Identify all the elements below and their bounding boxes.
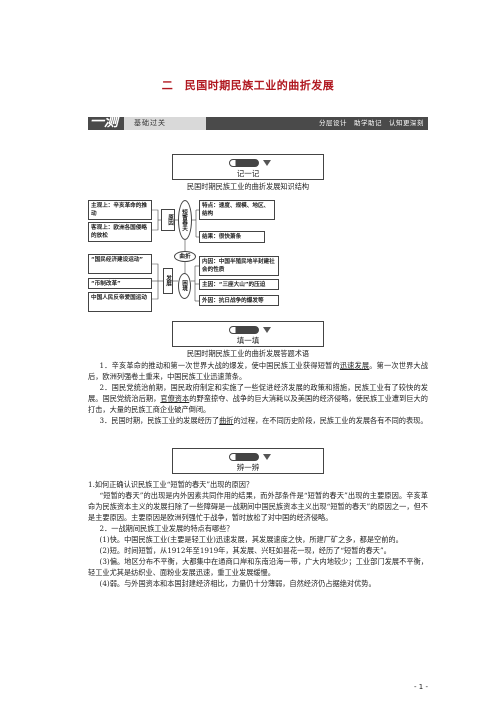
question-1: 1.如何正确认识民族工业“短暂的春天”出现的原因？	[88, 480, 254, 489]
question-2: 2．一战期间民族工业发展的特点有哪些？	[99, 524, 234, 533]
banner-tags: 分层设计 助学助记 认知更深刻	[319, 119, 424, 127]
twist-node: 曲折	[174, 251, 196, 262]
pill-icon	[229, 159, 259, 167]
answer-2-2: (2)短。时间短暂，从1912年至1919年，其发展、兴旺如昙花一现，经历了“短…	[99, 546, 391, 555]
answer-2-4: (4)弱。与外国资本和本国封建经济相比，力量仍十分薄弱，自然经济仍占据绝对优势。	[99, 579, 376, 588]
development-box: 发展	[163, 268, 173, 294]
section-banner: 一测 基础过关 分层设计 助学助记 认知更深刻	[88, 114, 428, 130]
result-box: 结果：很快萧条	[199, 231, 265, 243]
answer-underline: 曲折	[219, 416, 234, 425]
plight-node: 困境	[178, 273, 191, 299]
subjective-cause-box: 主观上：辛亥革命的推动	[88, 200, 152, 220]
answer-underline: 官僚资本	[160, 394, 190, 403]
page-number: - 1 -	[414, 683, 428, 691]
outer-cause-box: 外因：抗日战争的爆发等	[199, 295, 279, 306]
answer-underline: 迅速发展	[339, 361, 370, 370]
answer-2-3: (3)偏。地区分布不平衡，大都集中在通商口岸和东南沿海一带，广大内地较少；工业部…	[88, 557, 428, 577]
banner-main: 一测	[90, 114, 118, 130]
section-label: 填一填	[236, 336, 260, 345]
short-spring-node: 短暂春天	[178, 200, 192, 240]
banner-sub: 基础过关	[124, 117, 206, 130]
fill-item-3: 3．民国时期，民族工业的发展经历了曲折的过程，在不同历史阶段，民族工业的发展各有…	[99, 416, 428, 425]
currency-reform-box: “币制改革”	[88, 278, 152, 289]
pill-icon	[229, 453, 259, 461]
qa-paragraphs: 1.如何正确认识民族工业“短暂的春天”出现的原因？ “短暂的春天”的出现是内外因…	[88, 479, 428, 589]
diagram-connectors	[152, 209, 199, 302]
triangle-down-icon	[263, 454, 271, 460]
section-label: 辨一辨	[236, 463, 260, 472]
feature-box: 特点：速度、规模、地区、结构	[199, 200, 275, 220]
section-box-fill: 填一填	[172, 321, 324, 347]
triangle-down-icon	[263, 327, 271, 333]
cause-box: 原因	[161, 209, 175, 231]
fill-item-1: 1．辛亥革命的推动和第一次世界大战的爆发，使中国民族工业获得短暂的迅速发展。第一…	[88, 361, 428, 381]
diagram-caption: 民国时期民族工业的曲折发展知识结构	[186, 182, 310, 191]
inner-cause-box: 内因：中国半殖民地半封建社会的性质	[199, 256, 279, 276]
fill-item-2: 2．国民党统治前期，国民政府制定和实施了一些促进经济发展的政策和措施，民族工业有…	[88, 383, 428, 414]
section-label: 记一记	[236, 169, 260, 178]
objective-cause-box: 客观上：欧洲各国侵略的放松	[88, 222, 152, 242]
patriotic-movement-box: 中国人民反帝爱国运动	[88, 292, 152, 312]
terms-caption: 民国时期民族工业的曲折发展答题术语	[186, 349, 310, 358]
page-title: 二 民国时期民族工业的曲折发展	[161, 79, 335, 92]
main-cause-box: 主因：“三座大山”的压迫	[199, 279, 279, 290]
economy-campaign-box: “国民经济建设运动”	[88, 254, 152, 274]
section-box-memorize: 记一记	[172, 154, 324, 180]
answer-1: “短暂的春天”的出现是内外因素共同作用的结果，而外部条件是“短暂的春天”出现的主…	[88, 491, 428, 522]
answer-2-1: (1)快。中国民族工业(主要是轻工业)迅速发展，其发展速度之快，所建厂矿之多，都…	[99, 535, 403, 544]
section-box-discern: 辨一辨	[172, 448, 324, 474]
triangle-down-icon	[263, 160, 271, 166]
fill-paragraphs: 1．辛亥革命的推动和第一次世界大战的爆发，使中国民族工业获得短暂的迅速发展。第一…	[88, 360, 428, 426]
pill-icon	[229, 326, 259, 334]
